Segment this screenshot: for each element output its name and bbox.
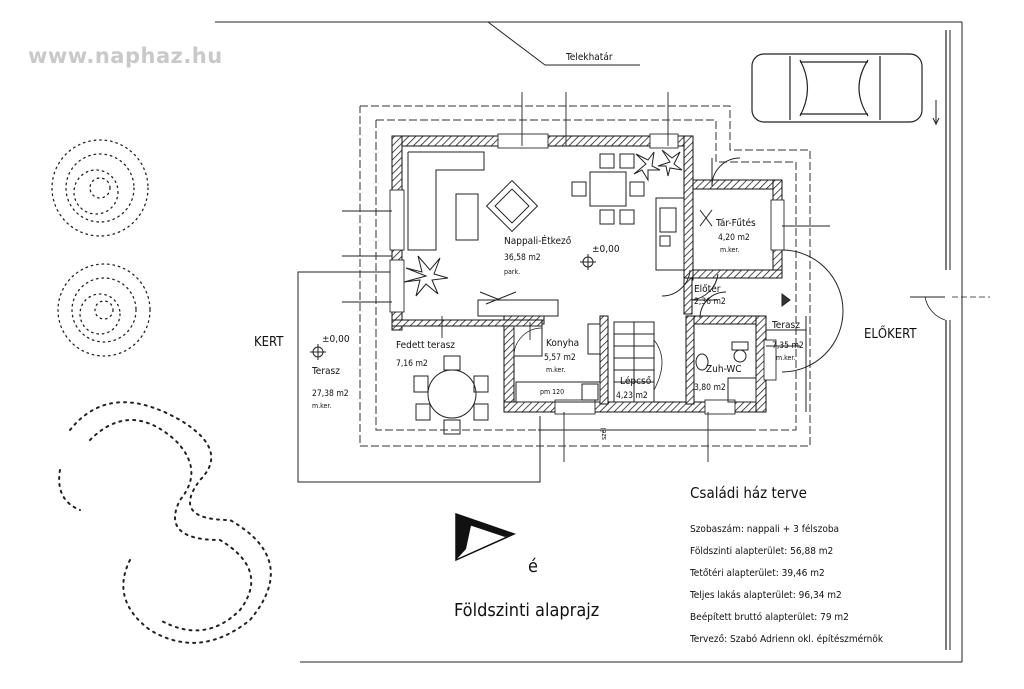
covered-terrace-name: Fedett terasz	[396, 340, 455, 351]
front-terrace-name: Terasz	[771, 320, 800, 331]
parked-car	[751, 53, 923, 123]
reference-lines	[342, 92, 830, 462]
north-arrow	[455, 512, 517, 562]
stairs-area: 4,23 m2	[616, 391, 648, 401]
bathroom-area: 3,80 m2	[694, 383, 726, 393]
garden-terrace-floor: m.ker.	[312, 402, 331, 410]
plan-title: Családi ház terve	[690, 484, 807, 502]
garden-terrace	[297, 271, 541, 483]
hall-name: Előtér	[694, 283, 721, 295]
kitchen-name: Konyha	[546, 338, 579, 349]
tree-middle	[57, 263, 151, 357]
living-area: 36,58 m2	[504, 253, 541, 263]
drawing-labels: Telekhatár KERT ELŐKERT é Földszinti ala…	[254, 51, 917, 621]
storage-name: Tár-Fűtés	[715, 217, 756, 229]
covered-terrace-area: 7,16 m2	[396, 359, 428, 369]
kitchen-area: 5,57 m2	[544, 353, 576, 363]
tree-top	[51, 139, 149, 237]
wind-label: szél	[600, 428, 608, 440]
level-markers	[310, 254, 596, 360]
street-fence	[910, 30, 990, 650]
storage-floor: m.ker.	[720, 246, 739, 254]
info-line-total: Teljes lakás alapterület: 96,34 m2	[689, 589, 842, 601]
kitchen-floor: m.ker.	[546, 366, 565, 374]
north-mark-label: é	[528, 556, 538, 577]
windows	[389, 133, 785, 415]
garden-table	[413, 355, 489, 435]
watermark: www.naphaz.hu	[28, 44, 223, 68]
info-line-ground-floor: Földszinti alapterület: 56,88 m2	[690, 546, 833, 557]
hedge-curve	[58, 401, 272, 644]
front-garden-label: ELŐKERT	[864, 326, 917, 342]
info-line-gross: Beépített bruttó alapterület: 79 m2	[690, 611, 849, 623]
furniture	[407, 151, 844, 412]
living-name: Nappali-Étkező	[504, 234, 572, 247]
roof-outline	[359, 105, 811, 447]
garden-terrace-area: 27,38 m2	[312, 389, 349, 399]
front-terrace-area: 7,35 m2	[772, 341, 804, 351]
info-block: Családi ház terve Szobaszám: nappali + 3…	[689, 484, 884, 645]
front-terrace-floor: m.ker.	[776, 354, 795, 362]
living-floor: park.	[504, 268, 520, 276]
info-line-attic: Tetőtéri alapterület: 39,46 m2	[689, 567, 825, 579]
plants	[403, 149, 683, 297]
storage-area: 4,20 m2	[718, 233, 750, 243]
hall-area: 2,36 m2	[694, 297, 726, 307]
garden-terrace-name: Terasz	[311, 366, 340, 377]
bathroom-name: Zuh-WC	[706, 364, 742, 375]
info-line-rooms: Szobaszám: nappali + 3 félszoba	[690, 523, 839, 535]
living-level: ±0,00	[592, 244, 620, 255]
garden-label: KERT	[254, 335, 284, 350]
garden-level: ±0,00	[322, 334, 350, 345]
info-line-designer: Tervező: Szabó Adrienn okl. építészmérnö…	[689, 633, 884, 645]
kitchen-note: pm 120	[540, 388, 564, 396]
plot-boundary	[215, 21, 963, 663]
plot-boundary-label: Telekhatár	[565, 51, 613, 63]
stairs-name: Lépcső	[620, 375, 652, 387]
floor-plan-title: Földszinti alaprajz	[454, 600, 599, 621]
